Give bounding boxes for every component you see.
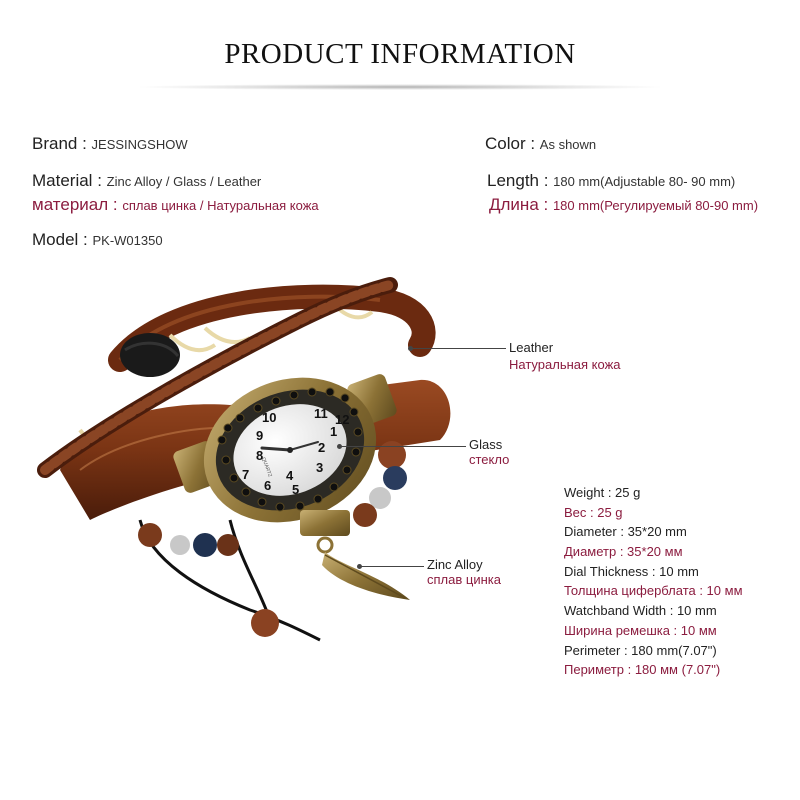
spec-material: Material : Zinc Alloy / Glass / Leather [32,171,261,191]
dimension-line: Weight : 25 g [564,485,641,500]
minute-hand [289,441,319,451]
dial-numeral: 3 [316,460,323,475]
callout-leather-en: Leather [509,340,554,355]
spec-separator: : [538,195,553,214]
callout-glass-ru: стекло [469,452,510,467]
zinc-callout-line [360,566,424,567]
page-title: PRODUCT INFORMATION [224,38,576,70]
spec-length-ru: Длина : 180 mm(Регулируемый 80-90 mm) [489,195,758,215]
dial-numeral: 5 [292,482,299,497]
braided-leather-strand [37,277,398,478]
spec-material-ru: материал : сплав цинка / Натуральная кож… [32,195,319,215]
bezel-stones [217,387,363,512]
spec-separator: : [78,230,93,249]
dial-numeral: 12 [335,412,349,427]
spec-length-label: Length [487,171,539,190]
zinc-callout-dot [357,564,362,569]
dimension-line: Diameter : 35*20 mm [564,524,687,539]
dial-numeral: 6 [264,478,271,493]
spec-material-label: Material [32,171,93,190]
title-shadow-divider [140,84,660,90]
spec-material-ru-value: сплав цинка / Натуральная кожа [122,198,319,213]
spec-separator: : [525,134,540,153]
dial-numeral: 4 [286,468,294,483]
dimension-line: Периметр : 180 мм (7.07") [564,662,721,677]
dial-numeral: 8 [256,448,263,463]
hour-hand [260,446,292,452]
spec-separator: : [539,171,554,190]
glass-callout-line [340,446,466,447]
callout-zinc-en: Zinc Alloy [427,557,483,572]
leather-callout-dot [408,346,413,351]
dial-numerals: 12 11 10 9 8 7 6 5 4 3 2 1 [242,406,349,497]
spec-brand-label: Brand [32,134,78,153]
dimension-line: Вес : 25 g [564,505,623,520]
glass-callout-dot [337,444,342,449]
spec-model: Model : PK-W01350 [32,230,163,250]
spec-model-label: Model [32,230,79,249]
spec-separator: : [77,134,92,153]
callout-zinc-ru: сплав цинка [427,572,501,587]
black-cord-knot [120,333,180,377]
dial-numeral: 7 [242,467,249,482]
dimension-line: Dial Thickness : 10 mm [564,564,699,579]
spec-brand-value: JESSINGSHOW [91,137,188,152]
spec-length-value: 180 mm(Adjustable 80- 90 mm) [553,174,736,189]
dimension-line: Perimeter : 180 mm(7.07") [564,643,717,658]
spec-brand: Brand : JESSINGSHOW [32,134,188,154]
spec-color-value: As shown [539,137,597,152]
callout-glass-en: Glass [469,437,503,452]
spec-color-label: Color [485,134,526,153]
leaf-charm [300,510,410,600]
spec-material-ru-label: материал [32,195,109,214]
callout-leather-ru: Натуральная кожа [509,357,621,372]
spec-material-value: Zinc Alloy / Glass / Leather [106,174,262,189]
dial-numeral: 9 [256,428,263,443]
dimension-line: Диаметр : 35*20 мм [564,544,683,559]
dimension-line: Watchband Width : 10 mm [564,603,717,618]
dial-numeral: 2 [318,440,325,455]
dial-numeral: 11 [314,406,328,421]
spec-color: Color : As shown [485,134,596,154]
leather-callout-line [410,348,506,349]
dimension-line: Толщина циферблата : 10 мм [564,583,743,598]
spec-separator: : [92,171,107,190]
watch-case: 12 11 10 9 8 7 6 5 4 3 2 1 QUARTZ [173,374,397,523]
bead-charms [138,441,407,642]
spec-model-value: PK-W01350 [92,233,163,248]
spec-length-ru-label: Длина [489,195,539,214]
spec-separator: : [108,195,123,214]
spec-length: Length : 180 mm(Adjustable 80- 90 mm) [487,171,735,191]
dial-numeral: 1 [330,424,337,439]
dimension-line: Ширина ремешка : 10 мм [564,623,717,638]
spec-length-ru-value: 180 mm(Регулируемый 80-90 mm) [552,198,759,213]
dial-numeral: 10 [262,410,276,425]
